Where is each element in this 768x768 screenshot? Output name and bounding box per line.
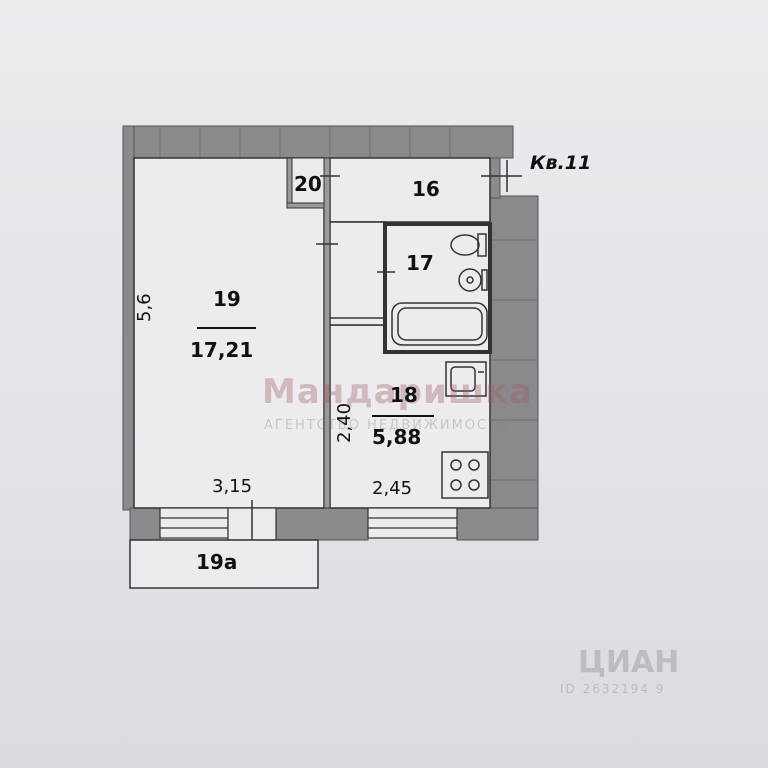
watermark-main: Мандаришка (262, 372, 533, 412)
bathroom-floor (383, 222, 492, 354)
sink-icon (458, 268, 488, 292)
bottom-wall-left (129, 507, 161, 541)
corridor-floor (329, 157, 491, 223)
bathroom-number: 17 (406, 251, 434, 275)
apartment-label: Кв.11 (530, 152, 592, 174)
balcony (129, 539, 319, 589)
window-right (367, 507, 458, 539)
right-wall-upper (489, 157, 501, 199)
cian-listing-id: ID 2632194 9 (560, 682, 666, 696)
partition-main (323, 157, 331, 509)
top-wall (122, 125, 514, 159)
right-wall (489, 195, 539, 512)
kitchen-sink-icon (445, 361, 487, 397)
corridor-number: 16 (412, 177, 440, 201)
kitchen-width: 2,45 (372, 478, 413, 499)
stove-icon (441, 451, 489, 499)
main-room-area: 17,21 (190, 338, 254, 362)
cian-watermark: ЦИАН (578, 645, 680, 680)
kitchen-number: 18 (390, 383, 418, 407)
left-wall (122, 125, 135, 511)
bathtub-icon (391, 302, 488, 346)
bottom-wall-right (456, 507, 539, 541)
main-room-length: 5,6 (134, 293, 155, 322)
closet-number: 20 (294, 172, 322, 196)
main-room-number: 19 (213, 287, 241, 311)
corridor-lower-floor (329, 221, 386, 326)
main-room-floor (133, 157, 325, 509)
balcony-number: 19а (196, 550, 238, 574)
kitchen-length: 2,40 (334, 402, 355, 443)
kitchen-area: 5,88 (372, 425, 422, 449)
window-left (159, 507, 229, 539)
main-room-width: 3,15 (212, 476, 253, 497)
toilet-icon (450, 233, 487, 257)
watermark-sub: АГЕНТСТВО НЕДВИЖИМОСТИ (264, 418, 510, 433)
